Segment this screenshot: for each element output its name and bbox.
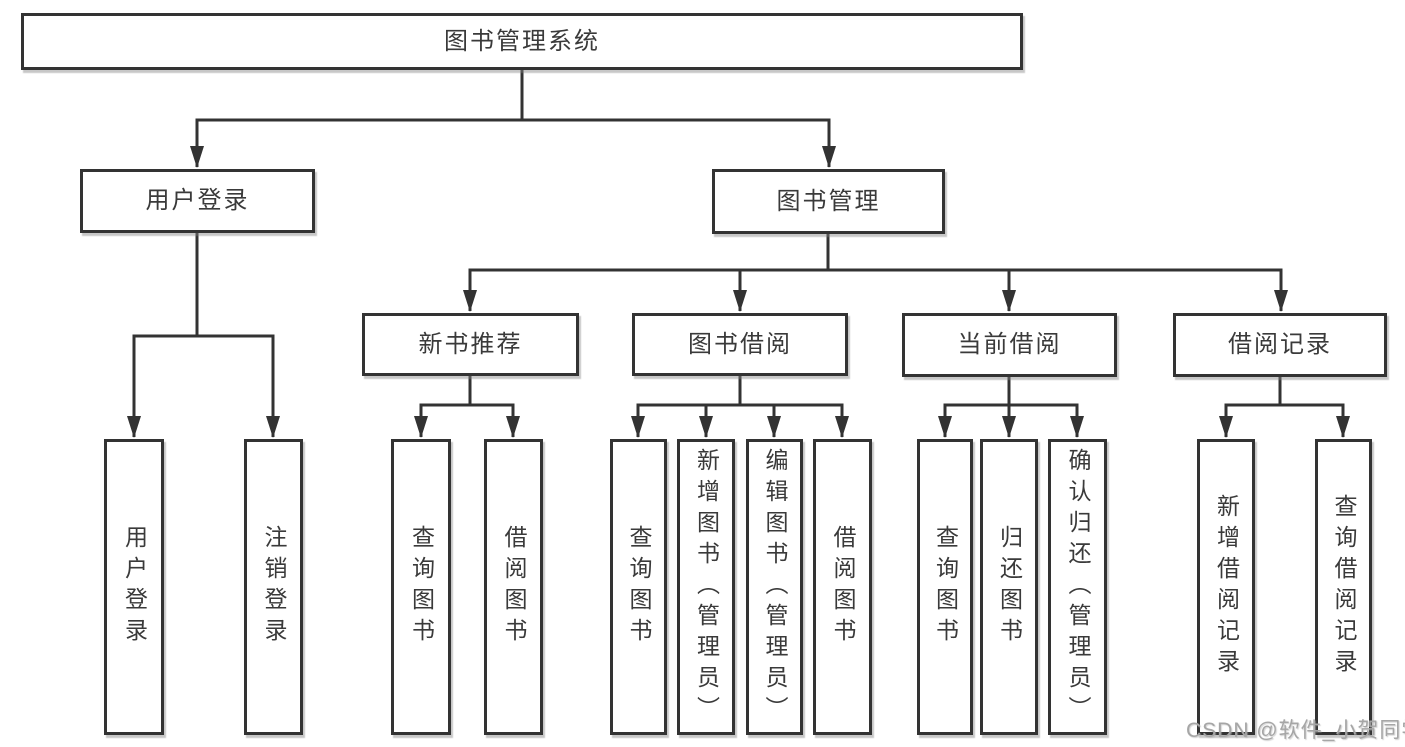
- leaf-logout: 注销登录: [244, 439, 303, 735]
- node-label: 图书借阅: [688, 330, 792, 358]
- node-label: 查询图书: [626, 525, 652, 649]
- node-book-borrow: 图书借阅: [632, 313, 848, 376]
- leaf-add-borrow-record: 新增借阅记录: [1197, 439, 1255, 735]
- node-label: 图书管理: [776, 187, 881, 215]
- leaf-borrow-books-recommend: 借阅图书: [484, 439, 543, 735]
- leaf-query-books-borrow: 查询图书: [610, 439, 667, 735]
- node-label: 新增借阅记录: [1213, 494, 1240, 680]
- node-book-management: 图书管理: [712, 169, 945, 234]
- node-label: 归还图书: [996, 525, 1023, 649]
- leaf-return-book: 归还图书: [980, 439, 1038, 735]
- node-label: 图书管理系统: [444, 27, 600, 55]
- node-label: 借阅图书: [501, 525, 527, 649]
- leaf-add-book-admin: 新增图书（管理员）: [677, 439, 735, 735]
- node-new-book-recommend: 新书推荐: [362, 313, 579, 376]
- leaf-query-books-recommend: 查询图书: [391, 439, 451, 735]
- csdn-watermark: CSDN @软件_小贺同学: [1186, 719, 1405, 742]
- node-label: 确认归还（管理员）: [1065, 447, 1091, 727]
- node-borrow-records: 借阅记录: [1173, 313, 1387, 377]
- leaf-user-login: 用户登录: [104, 439, 164, 735]
- leaf-query-books-current: 查询图书: [917, 439, 973, 735]
- leaf-borrow-books: 借阅图书: [813, 439, 872, 735]
- node-current-borrow: 当前借阅: [902, 313, 1117, 377]
- node-library-management-system: 图书管理系统: [21, 13, 1023, 70]
- node-user-login: 用户登录: [80, 169, 315, 233]
- leaf-confirm-return-admin: 确认归还（管理员）: [1048, 439, 1107, 735]
- node-label: 新书推荐: [418, 330, 523, 358]
- leaf-query-borrow-record: 查询借阅记录: [1315, 439, 1372, 735]
- node-label: 用户登录: [121, 525, 148, 649]
- leaf-edit-book-admin: 编辑图书（管理员）: [746, 439, 803, 735]
- node-label: 查询图书: [408, 525, 435, 649]
- node-label: 借阅图书: [830, 525, 856, 649]
- node-label: 查询借阅记录: [1331, 494, 1357, 680]
- node-label: 注销登录: [261, 525, 287, 649]
- node-label: 编辑图书（管理员）: [762, 447, 788, 727]
- node-label: 用户登录: [145, 187, 250, 214]
- node-label: 新增图书（管理员）: [693, 447, 720, 727]
- node-label: 查询图书: [932, 525, 959, 649]
- node-label: 当前借阅: [957, 331, 1062, 358]
- node-label: 借阅记录: [1228, 331, 1332, 358]
